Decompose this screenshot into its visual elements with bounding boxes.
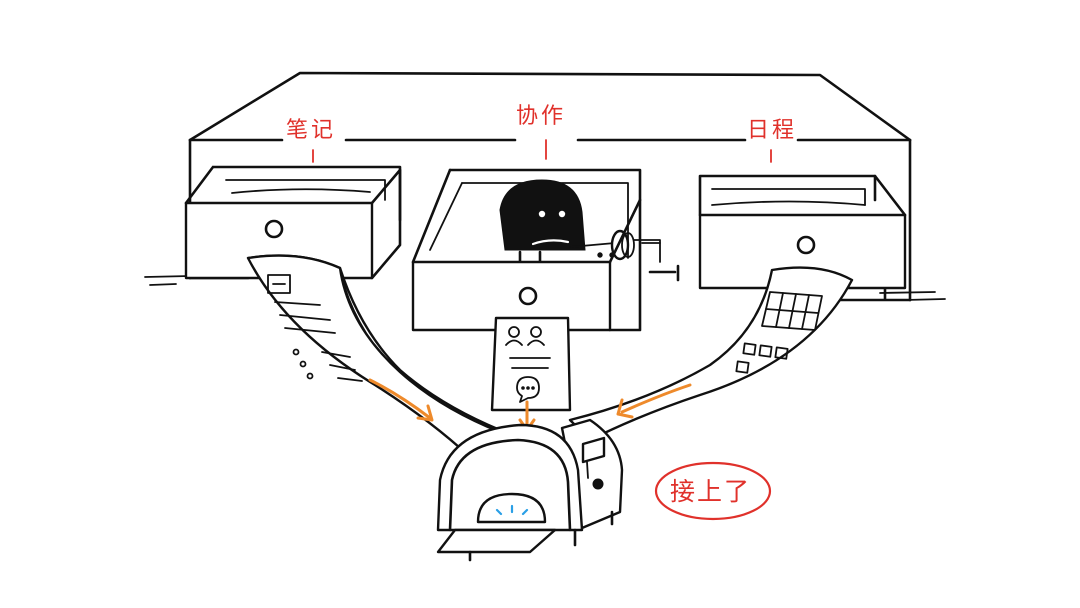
cabinet (188, 71, 912, 302)
label-collab: 协作 (516, 104, 566, 129)
flow-arrows (368, 378, 692, 432)
mailbox-device-icon (436, 418, 624, 562)
notes-paper (246, 254, 502, 459)
calendar-grid-icon (761, 291, 823, 331)
label-schedule: 日程 (747, 118, 797, 143)
drawer-collab (411, 168, 680, 332)
drawer-notes (184, 165, 402, 280)
ground-lines (144, 275, 946, 301)
label-notes: 笔记 (286, 118, 336, 143)
label-connected: 接上了 (670, 477, 751, 506)
schedule-paper (568, 266, 854, 442)
connected-stamp: 接上了 (654, 461, 772, 521)
people-icon (505, 326, 545, 346)
chat-bubble-icon (516, 376, 540, 403)
collab-paper (490, 316, 572, 412)
drawer-schedule (698, 174, 907, 290)
black-blob-character-icon (499, 179, 586, 264)
